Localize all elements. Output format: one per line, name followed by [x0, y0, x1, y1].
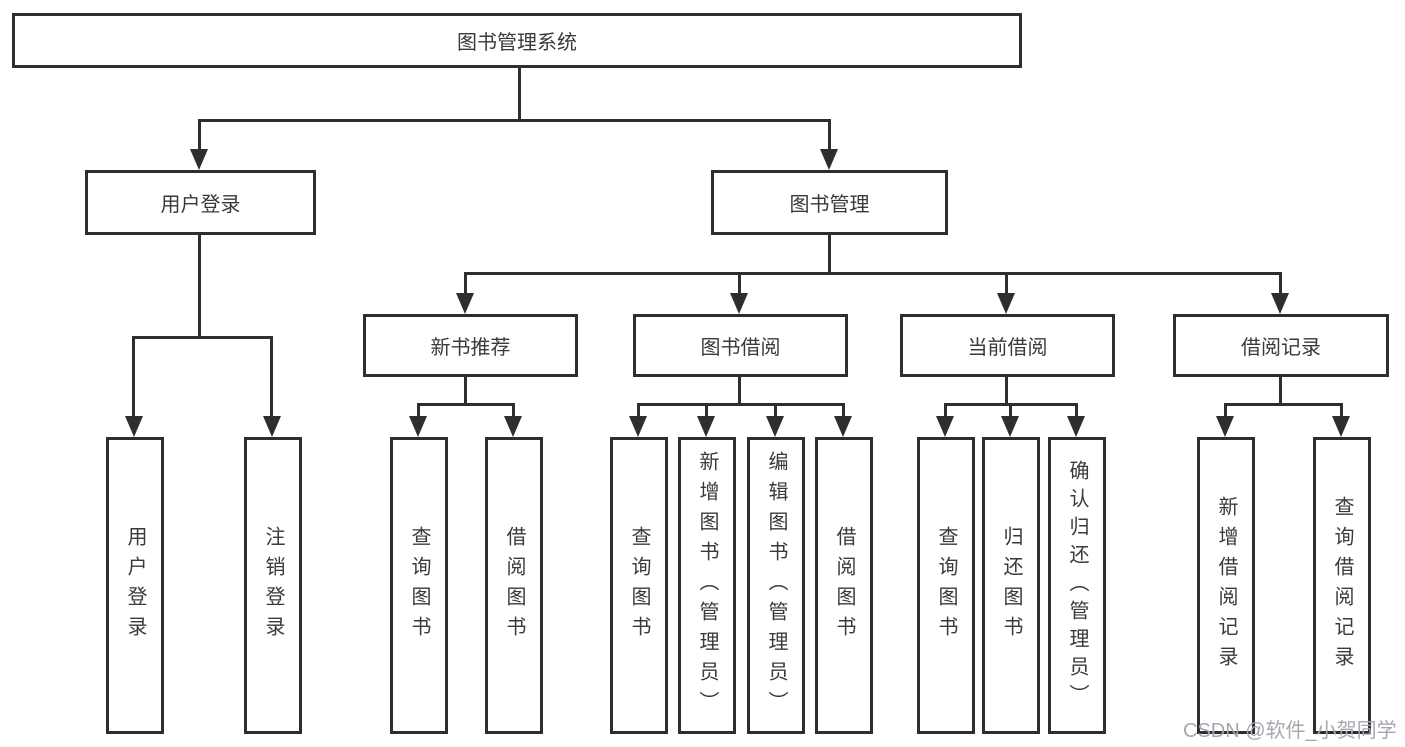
connector-stem-leaf-logout — [270, 336, 273, 418]
arrow-into-book-management — [820, 149, 838, 170]
leaf-label: 用户登录 — [124, 525, 146, 646]
connector-root-stub — [518, 66, 521, 122]
arrow-into-user-login — [190, 149, 208, 170]
connector-stem-bb-borrow — [842, 403, 845, 418]
leaf-label: 新增图书（管理员） — [696, 450, 718, 721]
arrow-into-borrow-records — [1271, 293, 1289, 314]
node-current-borrow: 当前借阅 — [900, 314, 1115, 377]
leaf-cb-query-books: 查询图书 — [917, 437, 975, 734]
leaf-bb-add-books-admin: 新增图书（管理员） — [678, 437, 736, 734]
leaf-label: 编辑图书（管理员） — [765, 450, 787, 721]
connector-stem-bb-edit — [774, 403, 777, 418]
leaf-label: 查询借阅记录 — [1331, 495, 1353, 676]
leaf-cb-confirm-return-admin: 确认归还（管理员） — [1048, 437, 1106, 734]
leaf-label: 借阅图书 — [503, 525, 525, 646]
connector-borrow-records-hline — [1224, 403, 1343, 406]
leaf-bb-query-books: 查询图书 — [610, 437, 668, 734]
connector-stem-leaf-user-login — [132, 336, 135, 418]
arrow-into-nb-borrow — [504, 416, 522, 437]
leaf-br-query-record: 查询借阅记录 — [1313, 437, 1371, 734]
leaf-label: 借阅图书 — [833, 525, 855, 646]
node-label: 图书管理 — [789, 194, 870, 216]
leaf-user-login: 用户登录 — [106, 437, 164, 734]
connector-stem-new-book — [464, 272, 467, 296]
connector-new-book-hline — [417, 403, 515, 406]
leaf-br-add-record: 新增借阅记录 — [1197, 437, 1255, 734]
leaf-nb-borrow-books: 借阅图书 — [485, 437, 543, 734]
node-label: 新书推荐 — [430, 337, 511, 359]
leaf-label: 确认归还（管理员） — [1066, 459, 1088, 712]
leaf-nb-query-books: 查询图书 — [390, 437, 448, 734]
arrow-into-bb-add — [697, 416, 715, 437]
leaf-logout: 注销登录 — [244, 437, 302, 734]
arrow-into-bb-borrow — [834, 416, 852, 437]
leaf-label: 查询图书 — [628, 525, 650, 646]
arrow-into-new-book — [456, 293, 474, 314]
connector-book-management-hline — [464, 272, 1282, 275]
leaf-bb-borrow-books: 借阅图书 — [815, 437, 873, 734]
connector-stem-book-management — [828, 119, 831, 151]
arrow-into-current-borrow — [997, 293, 1015, 314]
csdn-watermark: CSDN @软件_小贺同学 — [1183, 720, 1397, 742]
connector-stem-book-borrow — [738, 272, 741, 296]
node-new-book-recommend: 新书推荐 — [363, 314, 578, 377]
connector-book-borrow-stub — [738, 375, 741, 406]
leaf-label: 查询图书 — [935, 525, 957, 646]
node-label: 图书借阅 — [700, 337, 781, 359]
arrow-into-bb-edit — [766, 416, 784, 437]
connector-current-borrow-stub — [1005, 375, 1008, 406]
node-label: 当前借阅 — [967, 337, 1048, 359]
arrow-into-cb-query — [936, 416, 954, 437]
connector-stem-bb-add — [705, 403, 708, 418]
leaf-label: 查询图书 — [408, 525, 430, 646]
arrow-into-bb-query — [629, 416, 647, 437]
node-library-management-system: 图书管理系统 — [12, 13, 1022, 68]
leaf-label: 新增借阅记录 — [1215, 495, 1237, 676]
connector-book-management-stub — [828, 233, 831, 275]
arrow-into-br-add — [1216, 416, 1234, 437]
connector-stem-br-query — [1340, 403, 1343, 418]
leaf-label: 注销登录 — [262, 525, 284, 646]
node-label: 用户登录 — [160, 194, 241, 216]
leaf-label: 归还图书 — [1000, 525, 1022, 646]
arrow-into-nb-query — [409, 416, 427, 437]
connector-stem-current-borrow — [1005, 272, 1008, 296]
connector-user-login-stub — [198, 233, 201, 339]
connector-stem-user-login — [198, 119, 201, 151]
connector-stem-nb-borrow — [512, 403, 515, 418]
node-book-management: 图书管理 — [711, 170, 948, 235]
node-book-borrow: 图书借阅 — [633, 314, 848, 377]
connector-borrow-records-stub — [1279, 375, 1282, 406]
connector-stem-borrow-records — [1279, 272, 1282, 296]
node-user-login: 用户登录 — [85, 170, 316, 235]
connector-stem-br-add — [1224, 403, 1227, 418]
connector-stem-cb-return — [1009, 403, 1012, 418]
arrow-into-leaf-logout — [263, 416, 281, 437]
arrow-into-book-borrow — [730, 293, 748, 314]
connector-stem-bb-query — [637, 403, 640, 418]
connector-user-login-hline — [132, 336, 273, 339]
arrow-into-br-query — [1332, 416, 1350, 437]
connector-new-book-stub — [464, 375, 467, 406]
connector-book-borrow-hline — [637, 403, 845, 406]
leaf-cb-return-books: 归还图书 — [982, 437, 1040, 734]
arrow-into-cb-return — [1001, 416, 1019, 437]
node-borrow-records: 借阅记录 — [1173, 314, 1389, 377]
connector-stem-nb-query — [417, 403, 420, 418]
connector-root-hline — [198, 119, 831, 122]
connector-stem-cb-confirm — [1075, 403, 1078, 418]
arrow-into-leaf-user-login — [125, 416, 143, 437]
connector-stem-cb-query — [944, 403, 947, 418]
node-label: 借阅记录 — [1241, 337, 1321, 359]
arrow-into-cb-confirm — [1067, 416, 1085, 437]
node-label: 图书管理系统 — [457, 32, 577, 54]
leaf-bb-edit-books-admin: 编辑图书（管理员） — [747, 437, 805, 734]
